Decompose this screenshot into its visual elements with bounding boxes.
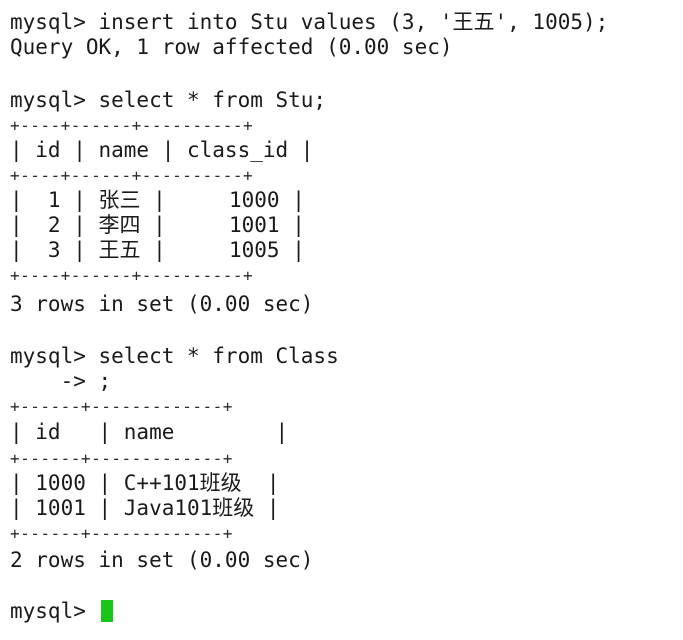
table-header-row: | id | name |	[10, 420, 289, 444]
table-border: +------+-------------+	[10, 449, 233, 468]
table-row: | 1000 | C++101班级 |	[10, 471, 280, 495]
table-border: +----+------+----------+	[10, 266, 254, 285]
command-select-class: mysql> select * from Class	[10, 344, 339, 368]
table-row: | 3 | 王五 | 1005 |	[10, 238, 305, 262]
command-continuation: -> ;	[10, 369, 112, 393]
table-border: +----+------+----------+	[10, 166, 254, 185]
rows-in-set-output: 2 rows in set (0.00 sec)	[10, 548, 314, 572]
table-border: +------+-------------+	[10, 524, 233, 543]
command-select-stu: mysql> select * from Stu;	[10, 88, 327, 112]
prompt-text: mysql>	[10, 599, 99, 623]
table-row: | 1001 | Java101班级 |	[10, 496, 280, 520]
prompt-line[interactable]: mysql>	[10, 599, 113, 624]
rows-in-set-output: 3 rows in set (0.00 sec)	[10, 292, 314, 316]
table-border: +----+------+----------+	[10, 116, 254, 135]
command-insert: mysql> insert into Stu values (3, '王五', …	[10, 10, 609, 34]
table-header-row: | id | name | class_id |	[10, 138, 314, 162]
table-border: +------+-------------+	[10, 397, 233, 416]
text-cursor	[100, 600, 113, 622]
query-ok-output: Query OK, 1 row affected (0.00 sec)	[10, 35, 453, 59]
table-row: | 1 | 张三 | 1000 |	[10, 188, 305, 212]
table-row: | 2 | 李四 | 1001 |	[10, 213, 305, 237]
